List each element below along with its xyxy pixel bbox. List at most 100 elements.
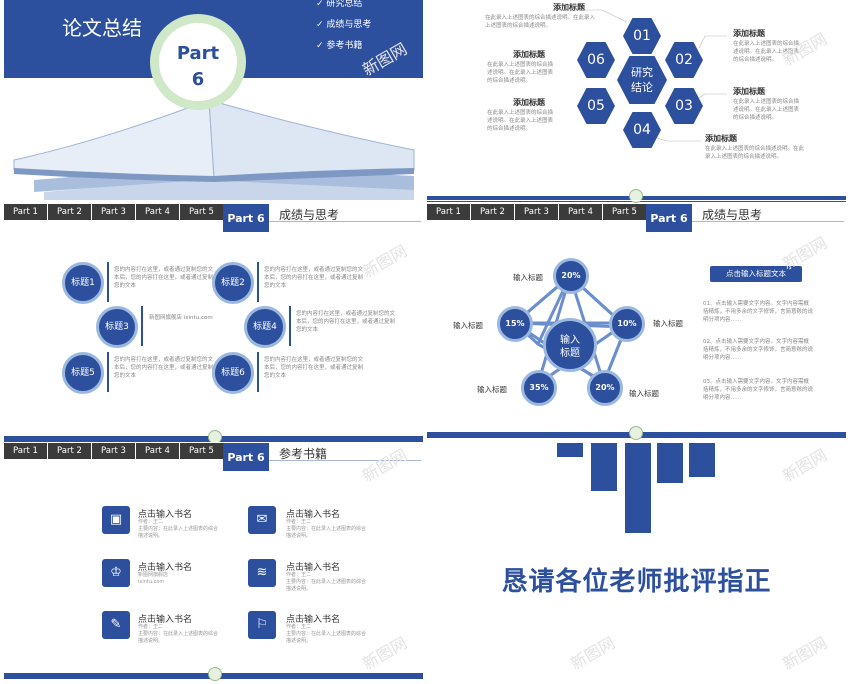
node-top[interactable]: 20% (553, 258, 589, 294)
book-title-6[interactable]: 点击输入书名 (286, 615, 341, 625)
menu-item-2[interactable]: ✓ 成绩与思考 (316, 20, 372, 30)
item-circle-5[interactable]: 标题5 (62, 352, 104, 394)
divider (289, 306, 291, 346)
row-divider (0, 200, 850, 201)
deco-bar (625, 443, 651, 533)
book-title-2[interactable]: 点击输入书名 (286, 510, 341, 520)
divider (141, 306, 143, 346)
part-number: 6 (191, 69, 205, 90)
nav-dot-icon (629, 189, 643, 203)
item-circle-1[interactable]: 标题1 (62, 262, 104, 304)
para-3: 03、点击输入需要文字内容。文字内容需概括精炼，不用多余的文字修饰，言简意赅的说… (703, 379, 814, 401)
nav-dot-icon (208, 667, 222, 681)
slide-summary: 论文总结 ✓ 研究总结 ✓ 成绩与思考 ✓ 参考书籍 Part 6 (4, 0, 423, 238)
divider (257, 352, 259, 392)
node-left[interactable]: 15% (497, 306, 533, 342)
tab-bar: Part 1 Part 2 Part 3 Part 4 Part 5 (427, 204, 647, 220)
nav-dot-icon (208, 430, 222, 442)
database-icon: ≋ (248, 559, 276, 587)
slide-conclusion: 01 02 03 04 05 06 研究 结论 添加标题 在此录入上述图表的综合… (427, 0, 846, 238)
slide-achievements-star: Part 1 Part 2 Part 3 Part 4 Part 5 Part … (427, 204, 846, 442)
item-desc-5: 您的内容打在这里，或者通过复制您的文本后，您的内容打在这里，或者通过复制您的文本 (114, 357, 214, 379)
node-label-bottom-right: 输入标题 (629, 389, 659, 398)
annotation-title-left2: 添加标题 (513, 98, 545, 107)
tab-bar: Part 1 Part 2 Part 3 Part 4 Part 5 (4, 443, 224, 459)
item-circle-6[interactable]: 标题6 (212, 352, 254, 394)
tab-part-4[interactable]: Part 4 (136, 204, 179, 220)
node-label-bottom-left: 输入标题 (477, 385, 507, 394)
tab-part-3[interactable]: Part 3 (92, 204, 135, 220)
section-title: 成绩与思考 (702, 208, 763, 222)
book-title-1[interactable]: 点击输入书名 (138, 510, 193, 520)
tab-part-3[interactable]: Part 3 (515, 204, 558, 220)
item-circle-3[interactable]: 标题3 (96, 306, 138, 348)
part-word: Part (176, 43, 220, 64)
annotation-title-right2: 添加标题 (733, 87, 765, 96)
node-bottom-right[interactable]: 20% (587, 370, 623, 406)
tab-part-6[interactable]: Part 6 (223, 443, 269, 471)
trophy-icon: ♔ (102, 559, 130, 587)
menu-item-1[interactable]: ✓ 研究总结 (316, 0, 363, 9)
annotation-connectors (553, 9, 727, 142)
deco-bar (689, 443, 715, 477)
deco-bar (591, 443, 617, 491)
divider (107, 352, 109, 392)
node-label-right: 输入标题 (653, 319, 683, 328)
book-desc-1: 作者：王二 主要内容：在此录入上述图表的综合描述说明。 (138, 519, 219, 539)
tab-part-5[interactable]: Part 5 (180, 204, 223, 220)
slide-achievements-list: Part 1 Part 2 Part 3 Part 4 Part 5 Part … (4, 204, 423, 442)
item-desc-6: 您的内容打在这里，或者通过复制您的文本后，您的内容打在这里，或者通过复制您的文本 (264, 357, 364, 379)
tab-part-2[interactable]: Part 2 (48, 204, 91, 220)
book-desc-4: 作者：王二 主要内容：在此录入上述图表的综合描述说明。 (286, 572, 367, 592)
section-title: 参考书籍 (279, 447, 328, 461)
tab-part-6[interactable]: Part 6 (646, 204, 692, 232)
item-circle-2[interactable]: 标题2 (212, 262, 254, 304)
annotation-desc-right2: 在此录入上述图表的综合描述说明。在此录入上述图表的综合描述说明。 (733, 99, 800, 121)
node-label-top: 输入标题 (513, 273, 543, 282)
deco-bar (557, 443, 583, 457)
annotation-desc-bottom: 在此录入上述图表的综合描述说明。在此录入上述图表的综合描述说明。 (705, 146, 805, 160)
item-desc-1: 您的内容打在这里，或者通过复制您的文本后，您的内容打在这里，或者通过复制您的文本 (114, 267, 214, 289)
tab-part-5[interactable]: Part 5 (180, 443, 223, 459)
divider (107, 262, 109, 302)
tab-bar: Part 1 Part 2 Part 3 Part 4 Part 5 (4, 204, 224, 220)
tab-part-1[interactable]: Part 1 (4, 443, 47, 459)
nav-dot-icon (629, 426, 643, 440)
tab-part-5[interactable]: Part 5 (603, 204, 646, 220)
book-title-3[interactable]: 点击输入书名 (138, 563, 193, 573)
tab-part-1[interactable]: Part 1 (427, 204, 470, 220)
para-1: 01、点击输入需要文字内容。文字内容需概括精炼，不用多余的文字修饰，言简意赅的说… (703, 301, 814, 323)
node-label-left: 输入标题 (453, 321, 483, 330)
annotation-title-left1: 添加标题 (513, 50, 545, 59)
item-desc-3: 新图网旗舰店 ixintu.com (149, 315, 213, 321)
menu-item-3[interactable]: ✓ 参考书籍 (316, 41, 363, 51)
tab-part-4[interactable]: Part 4 (136, 443, 179, 459)
item-circle-4[interactable]: 标题4 (244, 306, 286, 348)
book-title-4[interactable]: 点击输入书名 (286, 563, 341, 573)
part-ring: Part 6 (150, 14, 246, 110)
tab-part-4[interactable]: Part 4 (559, 204, 602, 220)
tab-part-2[interactable]: Part 2 (471, 204, 514, 220)
book-title-5[interactable]: 点击输入书名 (138, 615, 193, 625)
tab-part-2[interactable]: Part 2 (48, 443, 91, 459)
annotation-desc-left2: 在此录入上述图表的综合描述说明。在此录入上述图表的综合描述说明。 (487, 110, 554, 132)
book-desc-3: 新图网旗舰店 ixintu.com (138, 572, 169, 585)
tab-part-1[interactable]: Part 1 (4, 204, 47, 220)
book-desc-5: 作者：王二 主要内容：在此录入上述图表的综合描述说明。 (138, 624, 219, 644)
item-desc-2: 您的内容打在这里，或者通过复制您的文本后，您的内容打在这里，或者通过复制您的文本 (264, 267, 364, 289)
book-desc-6: 作者：王二 主要内容：在此录入上述图表的综合描述说明。 (286, 624, 367, 644)
annotation-desc-right1: 在此录入上述图表的综合描述说明。在此录入上述图表的综合描述说明。 (733, 41, 800, 63)
slide-thanks: 恳请各位老师批评指正 (427, 443, 846, 681)
tab-part-6[interactable]: Part 6 (223, 204, 269, 232)
book-desc-2: 作者：王二 主要内容：在此录入上述图表的综合描述说明。 (286, 519, 367, 539)
tab-part-3[interactable]: Part 3 (92, 443, 135, 459)
slide-references: Part 1 Part 2 Part 3 Part 4 Part 5 Part … (4, 443, 423, 681)
section-underline (269, 460, 421, 461)
section-underline (269, 221, 421, 222)
node-right[interactable]: 10% (609, 306, 645, 342)
node-bottom-left[interactable]: 35% (521, 370, 557, 406)
annotation-desc-top: 在此录入上述图表的综合描述说明。在此录入上述图表的综合描述说明。 (485, 15, 596, 29)
plug-icon: ⚐ (248, 611, 276, 639)
divider (257, 262, 259, 302)
input-title-button[interactable]: 点击输入标题文本 (710, 266, 802, 282)
